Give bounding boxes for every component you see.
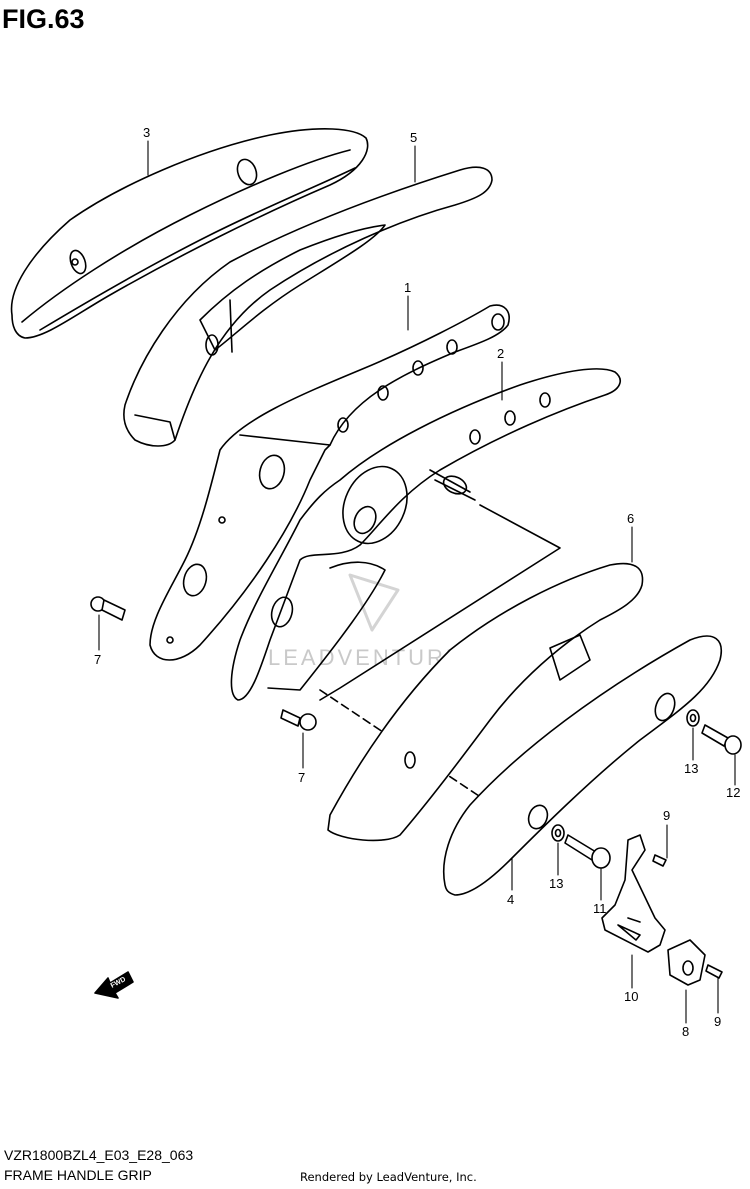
callout-13-right: 13: [684, 761, 698, 776]
callout-7-upper: 7: [94, 652, 101, 667]
part-1-bracket: [149, 304, 510, 661]
callout-1: 1: [404, 280, 411, 295]
bolt-12: [701, 724, 742, 755]
part-6-outer-cover: [327, 562, 644, 842]
part-5-rail: [123, 166, 493, 447]
callout-7-lower: 7: [298, 770, 305, 785]
bolt-7-lower: [280, 709, 317, 731]
callout-12: 12: [726, 785, 740, 800]
bolt-7-upper: [90, 596, 126, 621]
washer-13-right: [686, 709, 700, 727]
callout-5: 5: [410, 130, 417, 145]
callout-10: 10: [624, 989, 638, 1004]
diagram-name: FRAME HANDLE GRIP: [4, 1167, 152, 1183]
callout-13-left: 13: [549, 876, 563, 891]
diagram-code: VZR1800BZL4_E03_E28_063: [4, 1147, 194, 1163]
callout-numbers: 3 5 1 2 6 7 7 13 12 9 4 13 11 10 8 9: [94, 125, 740, 1039]
bolt-11: [564, 834, 611, 869]
screw-9-lower: [705, 964, 723, 979]
callout-2: 2: [497, 346, 504, 361]
callout-11: 11: [593, 901, 607, 916]
clamp-8: [667, 939, 706, 986]
callout-9-lower: 9: [714, 1014, 721, 1029]
callout-3: 3: [143, 125, 150, 140]
screw-9-upper: [652, 854, 667, 867]
callout-9-upper: 9: [663, 808, 670, 823]
part-3-grip-cover: [10, 128, 369, 339]
callout-8: 8: [682, 1024, 689, 1039]
callout-4: 4: [507, 892, 514, 907]
render-credit: Rendered by LeadVenture, Inc.: [300, 1170, 477, 1184]
part-4-cover-panel: [442, 635, 722, 896]
figure-title: FIG.63: [2, 4, 85, 34]
bracket-10: [601, 834, 666, 953]
washer-13-left: [551, 824, 565, 842]
leader-lines: [98, 140, 736, 1024]
svg-text:LEADVENTURE: LEADVENTURE: [268, 645, 464, 670]
callout-6: 6: [627, 511, 634, 526]
fwd-arrow-icon: FWD: [94, 971, 134, 999]
watermark: LEADVENTURE: [268, 573, 464, 670]
part-2-arm: [230, 368, 621, 701]
